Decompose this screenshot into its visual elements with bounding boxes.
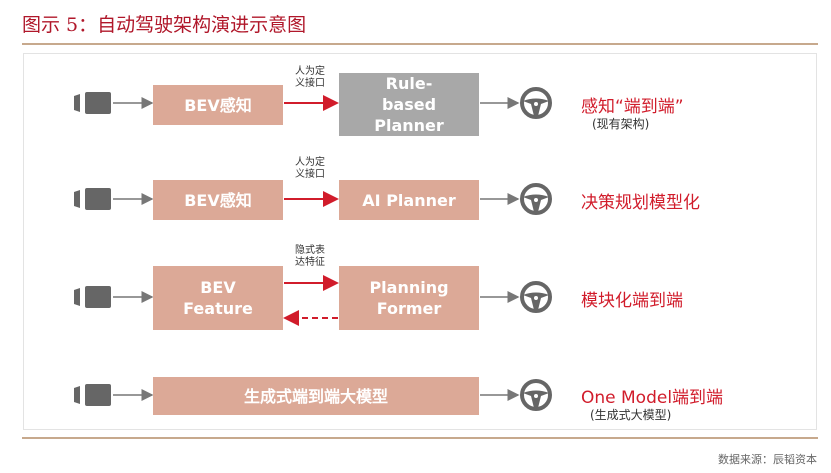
steering-wheel-icon xyxy=(520,281,552,313)
figure-title: 图示 5：自动驾驶架构演进示意图 xyxy=(22,14,307,36)
row-label: 模块化端到端 xyxy=(581,291,683,311)
camera-icon xyxy=(85,188,111,210)
row-label: 决策规划模型化 xyxy=(581,193,700,213)
camera-icon xyxy=(74,190,80,208)
ai-planner-box: AI Planner xyxy=(339,180,479,220)
steering-wheel-icon xyxy=(520,379,552,411)
steering-wheel-icon xyxy=(523,292,549,310)
row-sublabel: (生成式大模型) xyxy=(590,408,672,422)
bev-feature-box: BEV Feature xyxy=(153,266,283,330)
camera-icon xyxy=(74,288,80,306)
steering-wheel-icon xyxy=(534,394,538,398)
diagram-frame xyxy=(23,53,817,430)
steering-wheel-icon xyxy=(534,102,538,106)
bottom-divider xyxy=(22,437,818,439)
top-divider xyxy=(22,43,818,45)
camera-icon xyxy=(85,384,111,406)
steering-wheel-icon xyxy=(523,194,549,212)
interface-note: 人为定 义接口 xyxy=(295,66,325,89)
steering-wheel-icon xyxy=(534,296,538,300)
camera-icon xyxy=(74,386,80,404)
implicit-feature-note: 隐式表 达特征 xyxy=(295,245,325,268)
steering-wheel-icon xyxy=(523,98,549,116)
bev-perception-box: BEV感知 xyxy=(153,85,283,125)
camera-icon xyxy=(85,92,111,114)
steering-wheel-icon xyxy=(520,87,552,119)
row-label: 感知“端到端” xyxy=(581,97,684,117)
camera-icon xyxy=(74,94,80,112)
rule-based-planner-box: Rule-based Planner xyxy=(339,73,479,136)
source-note: 数据来源：辰韬资本 xyxy=(718,453,817,466)
row-label: One Model端到端 xyxy=(581,388,724,408)
interface-note: 人为定 义接口 xyxy=(295,157,325,180)
row-sublabel: (现有架构) xyxy=(592,117,650,131)
steering-wheel-icon xyxy=(534,198,538,202)
steering-wheel-icon xyxy=(520,183,552,215)
steering-wheel-icon xyxy=(523,390,549,408)
camera-icon xyxy=(85,286,111,308)
bev-perception-box: BEV感知 xyxy=(153,180,283,220)
planning-former-box: Planning Former xyxy=(339,266,479,330)
generative-model-box: 生成式端到端大模型 xyxy=(153,377,479,415)
